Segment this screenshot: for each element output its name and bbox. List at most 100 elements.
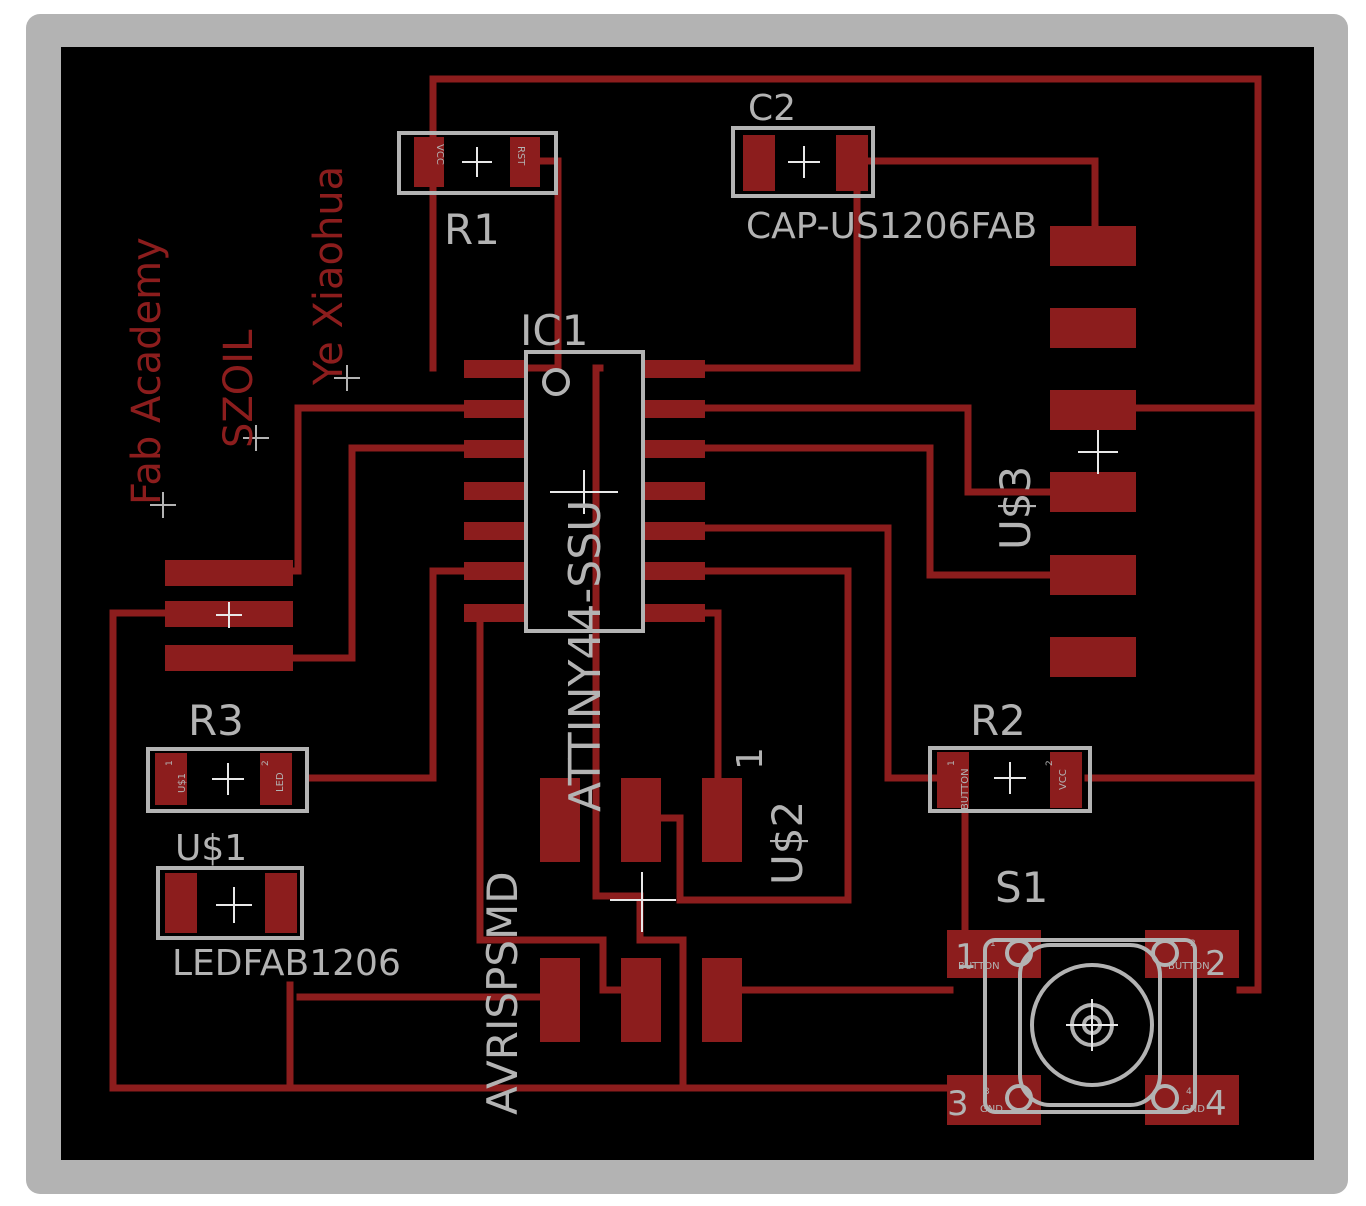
pin-s1-gnd4: GND (1182, 1104, 1205, 1115)
pin-s1-n2: 2 (1190, 939, 1196, 949)
pad-left-3 (165, 645, 293, 671)
pad-avr-1 (540, 958, 580, 1042)
label-us1-value: LEDFAB1206 (172, 943, 401, 984)
label-r2: R2 (970, 696, 1026, 745)
labels: R1 C2 CAP-US1206FAB IC1 ATTINY44-SSU U$3… (165, 88, 1227, 1124)
label-avr: AVRISPSMD (478, 871, 527, 1115)
pin-s1-btn1: BUTTON (958, 961, 1000, 972)
author-markers (150, 365, 360, 518)
label-r3: R3 (188, 696, 244, 745)
pad-r2-1 (937, 752, 969, 808)
pad-ic1-8 (643, 604, 705, 622)
pad-ic1-11 (643, 482, 705, 500)
silk-r1 (397, 131, 558, 195)
pad-us2-2 (621, 778, 661, 862)
pad-ic1-12 (643, 440, 705, 458)
pad-us3-5 (1050, 555, 1136, 595)
label-s1-2: 2 (1205, 944, 1227, 984)
pad-r3-1 (155, 753, 187, 805)
label-s1-1: 1 (955, 937, 977, 977)
pin-s1-n3: 3 (984, 1087, 990, 1097)
label-c2: C2 (748, 88, 796, 129)
trace-pin13 (686, 404, 1059, 496)
cross-r1 (462, 147, 492, 177)
trace-pin6 (306, 567, 474, 782)
pad-ic1-9 (643, 562, 705, 580)
pad-s1-3 (947, 1075, 1041, 1125)
pad-ic1-13 (643, 400, 705, 418)
pin-s1-btn2: BUTTON (1168, 961, 1210, 972)
pin-r2-right: VCC (1058, 769, 1069, 790)
silkscreen (146, 126, 1197, 1114)
label-us2: U$2 (763, 801, 812, 885)
pad-us3-4 (1050, 472, 1136, 512)
trace-pin11 (686, 524, 939, 782)
silk-ic1 (524, 350, 645, 633)
silk-ic1-dot (542, 368, 570, 396)
pad-ic1-5 (464, 522, 526, 540)
pin-r3-right: LED (275, 772, 286, 792)
pad-r3-2 (260, 753, 292, 805)
silk-s1-inner (1018, 943, 1162, 1107)
pin-r2-left: BUTTON (960, 768, 971, 810)
cross-author3 (334, 365, 360, 391)
pin-r2-n1: 1 (947, 760, 957, 766)
pin-r3-left: U$1 (177, 773, 188, 793)
trace-c2-gnd (686, 157, 861, 372)
trace-miso (592, 364, 687, 1092)
silk-us1 (156, 866, 304, 940)
label-c2-value: CAP-US1206FAB (746, 206, 1037, 247)
label-s1-3: 3 (947, 1084, 969, 1124)
pad-ic1-1 (464, 360, 526, 378)
pad-ic1-3 (464, 440, 526, 458)
label-us1: U$1 (175, 828, 247, 869)
pad-ic1-10 (643, 522, 705, 540)
cross-author1 (150, 492, 176, 518)
cross-s1 (1066, 999, 1118, 1051)
pad-ic1-6 (464, 562, 526, 580)
trace-gnd-left (109, 609, 954, 1092)
trace-pin12 (686, 444, 1059, 579)
pad-r1-1 (414, 137, 444, 187)
pad-us2-3 (702, 778, 742, 862)
silk-s1-c2 (1151, 939, 1179, 967)
trace-pin3 (286, 444, 474, 662)
cross-c2 (788, 146, 820, 178)
label-r1: R1 (444, 205, 500, 254)
silk-s1-c1 (1005, 939, 1033, 967)
cross-author2 (243, 425, 269, 451)
label-s1-4: 4 (1205, 1084, 1227, 1124)
cross-left (216, 602, 242, 628)
label-ic1: IC1 (520, 306, 588, 355)
label-us2-pin: 1 (730, 747, 771, 770)
origin-markers (212, 146, 1118, 1051)
pin-r3-n1: 1 (165, 760, 175, 766)
silk-s1-c4 (1151, 1084, 1179, 1112)
author-line1: Fab Academy (124, 237, 170, 505)
pad-avr-2 (621, 958, 661, 1042)
silk-r3 (146, 747, 309, 813)
pad-us1-1 (165, 873, 197, 933)
pad-ic1-7 (464, 604, 526, 622)
cross-r3 (212, 763, 244, 795)
pad-us2-1 (540, 778, 580, 862)
pad-ic1-2 (464, 400, 526, 418)
pad-avr-3 (702, 958, 742, 1042)
author-line2: SZOIL (216, 329, 262, 448)
pad-r1-2 (510, 137, 540, 187)
cross-us2 (610, 872, 676, 932)
silk-s1-body (983, 938, 1197, 1114)
pad-ic1-14 (643, 360, 705, 378)
pad-us3-2 (1050, 308, 1136, 348)
silk-s1-c3 (1005, 1084, 1033, 1112)
pin-s1-n4: 4 (1186, 1087, 1192, 1097)
trace-c2-vcc (851, 157, 1099, 249)
cross-ic1 (550, 470, 618, 514)
cross-us3 (1078, 430, 1118, 474)
pad-c2-2 (836, 135, 868, 191)
pad-r2-2 (1050, 752, 1082, 808)
pad-us1-2 (265, 873, 297, 933)
silk-c2 (731, 126, 875, 198)
cross-us1 (216, 887, 252, 923)
